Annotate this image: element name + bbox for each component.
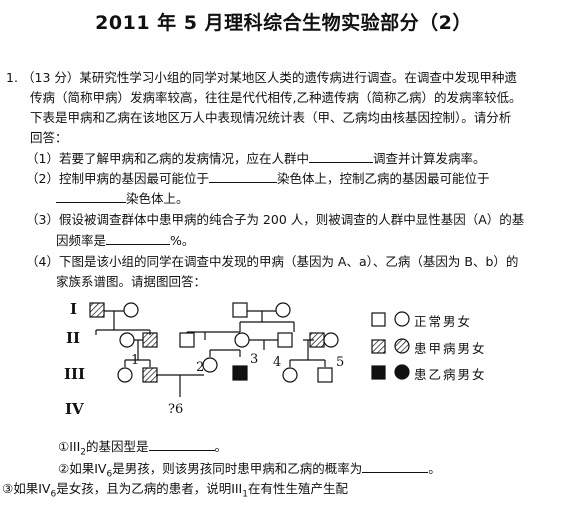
- sub-question-4-cont: 家族系谱图。请据图回答：: [56, 274, 207, 289]
- pedigree-III5-male: [317, 367, 333, 383]
- pedigree-II-affected-a-male: [142, 332, 158, 348]
- pedigree-I4-female: [275, 302, 291, 318]
- q2-sub: 6: [106, 469, 113, 480]
- generation-label-II: II: [66, 329, 81, 347]
- answer-blank-4-1[interactable]: [148, 436, 215, 451]
- q1-sub: 2: [80, 447, 86, 458]
- generation-label-I: I: [70, 300, 78, 318]
- pedigree-III1-affected-a-male: [142, 367, 158, 383]
- pedigree-II-affected-a-male-2: [309, 332, 325, 348]
- individual-number-5: 5: [336, 355, 345, 370]
- q2-text-mid: 是男孩，则该男孩同时患甲病和乙病的概率为: [112, 461, 363, 476]
- intro-line-1: （13 分）某研究性学习小组的同学对某地区人类的遗传病进行调查。在调查中发现甲种…: [22, 70, 517, 85]
- pedigree-II-female-1: [119, 332, 135, 348]
- sub-question-4: （4）下图是该小组的同学在调查中发现的甲病（基因为 A、a）、乙病（基因为 B、…: [26, 254, 519, 269]
- pedigree-I1-affected-a-male: [89, 302, 105, 318]
- answer-blank-2b[interactable]: [56, 188, 126, 203]
- q1-text-mid: 的基因型是: [86, 439, 149, 454]
- generation-label-III: III: [64, 365, 86, 383]
- pedigree-II-male-2: [277, 332, 293, 348]
- question-number: 1.: [6, 70, 18, 85]
- legend-label-normal: 正常男女: [414, 314, 473, 329]
- pedigree-II-female-2: [234, 332, 250, 348]
- answer-blank-3[interactable]: [106, 230, 171, 245]
- sub-question-2-cont: 染色体上。: [56, 188, 189, 209]
- legend-disease-b-female-icon: [394, 364, 410, 380]
- legend-normal-male-icon: [371, 312, 386, 327]
- sub1-text: （1）若要了解甲病和乙病的发病情况，应在人群中: [26, 151, 309, 166]
- sub2-text-mid: 染色体上，控制乙病的基因最可能位于: [276, 171, 490, 186]
- pedigree-II-female-3: [323, 332, 339, 348]
- q1-text-end: 。: [214, 439, 228, 454]
- pedigree-III2-female: [202, 357, 218, 373]
- sub3-text-end: %。: [170, 233, 195, 248]
- sub-question-1: （1）若要了解甲病和乙病的发病情况，应在人群中 调查并计算发病率。: [26, 148, 485, 169]
- sub3-text: 因频率是: [56, 233, 107, 248]
- generation-label-IV: IV: [65, 400, 84, 418]
- sub2-text: （2）控制甲病的基因最可能位于: [26, 171, 209, 186]
- answer-blank-4-2[interactable]: [362, 458, 429, 473]
- answer-blank-1[interactable]: [308, 148, 373, 163]
- q2-text: ②如果IV: [58, 461, 107, 476]
- pedigree-III-female: [117, 367, 133, 383]
- sub-question-3-cont: 因频率是 %。: [56, 230, 194, 251]
- q3-sub: 6: [50, 489, 57, 500]
- pedigree-III3-affected-b-male: [232, 365, 248, 381]
- pedigree-II-male-1: [179, 332, 195, 348]
- intro-line-4: 回答：: [30, 130, 68, 145]
- page-title: 2011 年 5 月理科综合生物实验部分（2）: [95, 12, 472, 34]
- question-4-3: ③如果IV6是女孩，且为乙病的患者，说明III1在有性生殖产生配: [2, 479, 348, 505]
- intro-line-3: 下表是甲病和乙病在该地区万人中表现情况统计表（甲、乙病均由核基因控制）。请分析: [30, 110, 512, 125]
- individual-number-1: 1: [131, 353, 140, 368]
- legend-normal-female-icon: [394, 311, 410, 327]
- pedigree-I2-female: [123, 302, 139, 318]
- q1-text: ①III: [58, 439, 81, 454]
- q3-text-end: 在有性生殖产生配: [247, 481, 348, 496]
- question-4-1: ①III2的基因型是 。: [58, 436, 227, 463]
- legend-disease-a-female-icon: [394, 338, 410, 354]
- individual-number-4: 4: [273, 355, 282, 370]
- sub-question-3: （3）假设被调查群体中患甲病的纯合子为 200 人，则被调查的人群中显性基因（A…: [26, 212, 525, 227]
- legend-label-disease-b: 患乙病男女: [414, 367, 487, 382]
- q2-text-end: 。: [428, 461, 441, 476]
- individual-number-2: 2: [196, 360, 205, 375]
- pedigree-III4-female: [282, 367, 298, 383]
- sub-question-2: （2）控制甲病的基因最可能位于 染色体上，控制乙病的基因最可能位于: [26, 168, 489, 189]
- sub1-text-end: 调查并计算发病率。: [372, 151, 486, 166]
- legend-disease-a-male-icon: [371, 339, 386, 354]
- question-4-2: ②如果IV6是男孩，则该男孩同时患甲病和乙病的概率为 。: [58, 458, 441, 485]
- pedigree-I3-male: [232, 302, 248, 318]
- individual-number-3: 3: [250, 352, 259, 367]
- q3-text: ③如果IV: [2, 481, 51, 496]
- legend-label-disease-a: 患甲病男女: [414, 341, 487, 356]
- q3-sub2: 1: [242, 489, 248, 500]
- sub2-text-end: 染色体上。: [126, 191, 189, 206]
- q3-text-mid: 是女孩，且为乙病的患者，说明III: [56, 481, 243, 496]
- individual-number-6: ?6: [168, 402, 184, 417]
- answer-blank-2a[interactable]: [208, 168, 277, 183]
- legend-disease-b-male-icon: [371, 365, 386, 380]
- intro-line-2: 传病（简称甲病）发病率较高，往往是代代相传,乙种遗传病（简称乙病）的发病率较低。: [30, 90, 522, 105]
